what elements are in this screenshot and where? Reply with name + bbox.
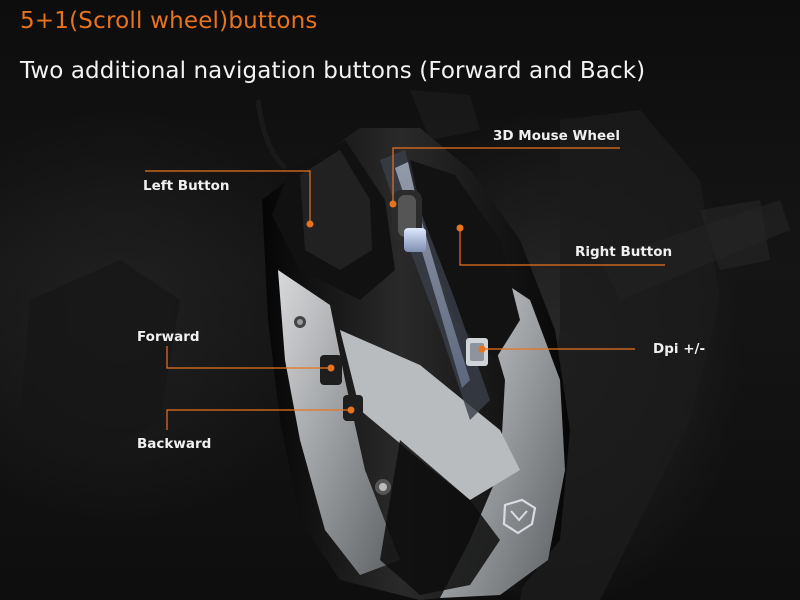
callout-right-button: Right Button	[575, 244, 673, 260]
forward-dot	[327, 364, 335, 372]
callout-left-button: Left Button	[143, 178, 230, 194]
callout-forward: Forward	[137, 329, 200, 345]
dpi-dot	[478, 345, 486, 353]
right-button-leader	[459, 228, 665, 266]
mouse-wheel-dot	[389, 200, 397, 208]
mouse-wheel-leader	[392, 147, 620, 202]
left-button-dot	[306, 220, 314, 228]
callout-mouse-wheel: 3D Mouse Wheel	[493, 128, 620, 144]
backward-leader	[166, 409, 350, 430]
right-button-dot	[456, 224, 464, 232]
callout-backward: Backward	[137, 436, 212, 452]
callout-dpi: Dpi +/-	[653, 341, 706, 357]
page-title: 5+1(Scroll wheel)buttons	[20, 8, 318, 34]
forward-leader	[166, 346, 330, 369]
left-button-leader	[145, 170, 311, 222]
backward-dot	[347, 406, 355, 414]
page-subtitle: Two additional navigation buttons (Forwa…	[20, 58, 646, 84]
